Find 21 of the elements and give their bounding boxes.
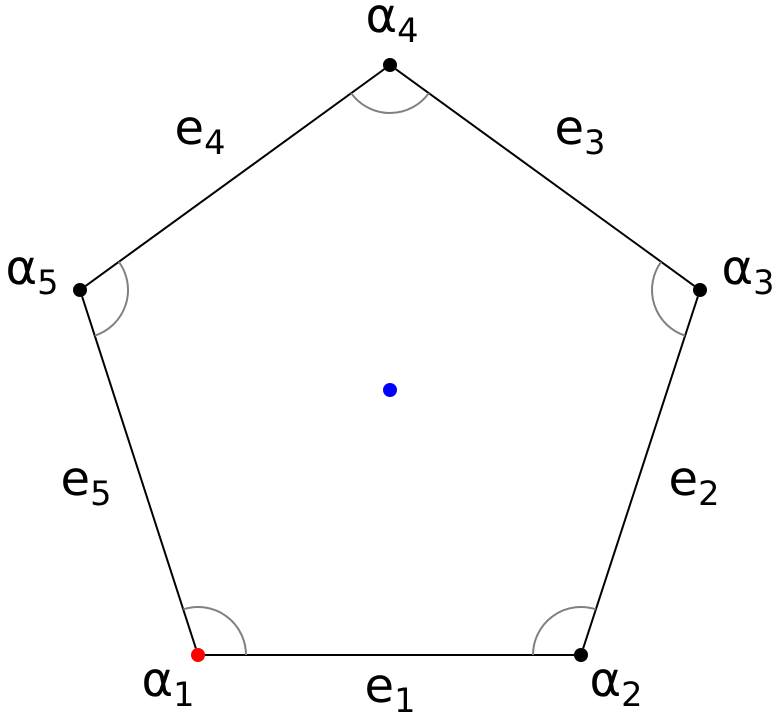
edge-label: e$_{4}$ [174, 104, 226, 160]
vertex-label: α$_{4}$ [366, 0, 418, 48]
point-dot [383, 58, 397, 72]
polygon-side [81, 296, 197, 649]
polygon-side [85, 68, 385, 287]
edge-label: e$_{1}$ [364, 662, 416, 718]
edge-label: e$_{2}$ [668, 455, 720, 511]
vertex-label: α$_{3}$ [722, 244, 774, 300]
polygon-side [395, 68, 695, 287]
polygon-side [205, 654, 574, 656]
point-dot [693, 283, 707, 297]
point-dot [73, 283, 87, 297]
vertex-label: α$_{2}$ [590, 656, 642, 712]
point-dot [383, 383, 397, 397]
edge-label: e$_{3}$ [554, 104, 606, 160]
vertex-label: α$_{5}$ [6, 244, 58, 300]
polygon-side [582, 296, 699, 649]
point-dot [574, 648, 588, 662]
edge-label: e$_{5}$ [60, 455, 112, 511]
point-dot [191, 648, 205, 662]
vertex-label: α$_{1}$ [142, 656, 194, 712]
